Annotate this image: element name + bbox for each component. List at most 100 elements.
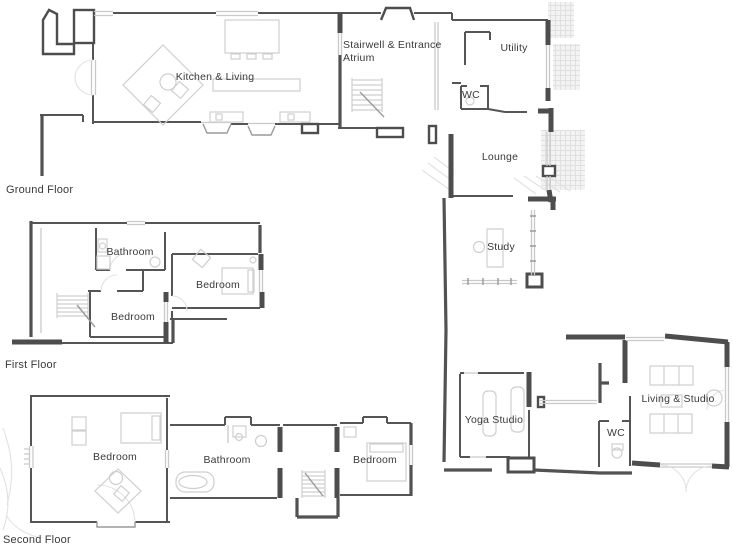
first-floor-walls bbox=[31, 222, 260, 344]
stool bbox=[230, 53, 241, 60]
ground-floor-furniture bbox=[122, 19, 723, 459]
ground-floor-walls-heavy bbox=[337, 13, 730, 470]
ground-floor-windows bbox=[90, 10, 730, 468]
dining-table bbox=[212, 78, 301, 92]
floor-label-ground: Ground Floor bbox=[6, 184, 73, 196]
study-chair bbox=[472, 240, 486, 254]
stair-direction-line bbox=[76, 304, 96, 328]
stair-direction-line bbox=[304, 472, 324, 497]
second-floor-walls-medium bbox=[295, 423, 413, 519]
room-label-wc-studio: WC bbox=[607, 427, 625, 439]
room-label-utility: Utility bbox=[500, 42, 528, 54]
ground-floor-stairs-icon bbox=[351, 78, 385, 118]
room-label-lounge: Lounge bbox=[482, 151, 518, 163]
bed bbox=[120, 412, 162, 444]
porch-step bbox=[96, 522, 136, 528]
patio-hatch bbox=[553, 44, 580, 90]
study-desk bbox=[486, 228, 504, 268]
counter bbox=[279, 111, 311, 123]
door-leaf bbox=[375, 126, 405, 139]
stool bbox=[262, 53, 273, 60]
room-label-wc: WC bbox=[462, 89, 480, 101]
ground-floor-walls bbox=[40, 12, 631, 467]
patio-hatch bbox=[548, 2, 574, 38]
lounge-east-pier bbox=[541, 164, 557, 178]
door-swing-arcs bbox=[74, 59, 728, 493]
stair-direction-line bbox=[359, 91, 385, 118]
room-label-stairwell-line2: Atrium bbox=[343, 52, 375, 64]
pillow bbox=[369, 443, 404, 453]
second-floor-furniture bbox=[71, 412, 407, 514]
yoga-mat bbox=[510, 386, 525, 433]
dresser bbox=[343, 426, 357, 438]
toilet-seat bbox=[234, 432, 244, 442]
wardrobe bbox=[71, 416, 87, 431]
armchair bbox=[705, 389, 723, 407]
toilet bbox=[232, 425, 247, 438]
pillow bbox=[247, 269, 255, 293]
stair-treads bbox=[351, 78, 383, 112]
second-floor-walls bbox=[30, 395, 411, 523]
floor-label-first: First Floor bbox=[5, 359, 57, 371]
first-floor-walls-medium bbox=[29, 221, 262, 343]
coffee-table bbox=[660, 394, 683, 408]
door-swing-arc bbox=[96, 484, 136, 523]
first-floor-windows bbox=[40, 220, 264, 333]
garden-contours bbox=[0, 427, 43, 539]
bed bbox=[221, 267, 254, 295]
armchair bbox=[170, 80, 190, 100]
kitchen-island bbox=[224, 19, 280, 54]
door-step-icon bbox=[202, 123, 276, 136]
floor-label-second: Second Floor bbox=[3, 534, 71, 546]
room-label-study: Study bbox=[487, 241, 515, 253]
sofa bbox=[649, 365, 694, 386]
first-floor-walls-heavy bbox=[12, 254, 265, 345]
cistern bbox=[611, 443, 624, 451]
second-floor-plan: Bedroom Bathroom Bedroom Second Floor bbox=[0, 395, 414, 546]
armchair bbox=[142, 94, 162, 114]
entrance-canopy bbox=[379, 6, 416, 21]
room-label-bathroom: Bathroom bbox=[106, 246, 153, 258]
room-label-bedroom-west: Bedroom bbox=[93, 451, 137, 463]
sink bbox=[215, 113, 223, 121]
room-label-stairwell-line1: Stairwell & Entrance bbox=[343, 39, 442, 51]
bed bbox=[366, 442, 407, 482]
shower bbox=[96, 255, 111, 270]
room-label-yoga-studio: Yoga Studio bbox=[465, 414, 523, 426]
room-label-bedroom-west: Bedroom bbox=[111, 311, 155, 323]
first-floor-furniture bbox=[96, 238, 257, 295]
ground-floor-walls-medium bbox=[40, 55, 632, 475]
hob bbox=[287, 113, 295, 121]
stair-treads bbox=[56, 293, 89, 318]
toilet bbox=[97, 238, 108, 253]
patio-hatch bbox=[541, 130, 585, 190]
yoga-corner-pier bbox=[506, 456, 536, 474]
kitchen-step-pier bbox=[300, 122, 320, 135]
room-label-bedroom-east: Bedroom bbox=[196, 279, 240, 291]
basin bbox=[254, 434, 268, 448]
window-pier bbox=[427, 124, 438, 145]
rug bbox=[94, 468, 142, 514]
sofa-cushion-lines bbox=[663, 366, 680, 385]
sofa bbox=[649, 413, 693, 434]
toilet-seat bbox=[98, 242, 107, 250]
room-label-living-studio: Living & Studio bbox=[641, 393, 714, 405]
wc-toilet bbox=[611, 447, 623, 459]
entry-porch-wall bbox=[41, 8, 76, 56]
second-floor-walls-heavy bbox=[277, 427, 340, 498]
stool bbox=[246, 53, 257, 60]
coffee-table bbox=[108, 470, 124, 486]
side-table bbox=[249, 256, 257, 264]
room-label-bedroom-east: Bedroom bbox=[353, 454, 397, 466]
wc-toilet bbox=[465, 96, 475, 106]
first-floor-plan: Bathroom Bedroom Bedroom First Floor bbox=[5, 220, 265, 371]
armchair bbox=[191, 248, 212, 269]
wardrobe bbox=[71, 430, 87, 446]
bathtub-basin bbox=[178, 474, 208, 490]
yoga-mat bbox=[482, 390, 497, 437]
counter bbox=[209, 111, 244, 123]
basin bbox=[149, 256, 161, 268]
room-label-bathroom: Bathroom bbox=[203, 454, 250, 466]
